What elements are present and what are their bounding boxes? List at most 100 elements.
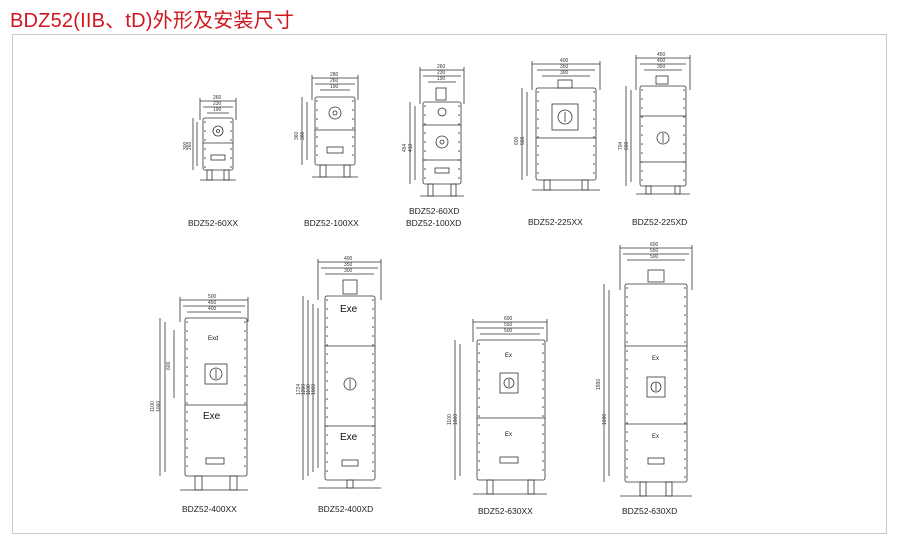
- bolt-dot: [641, 143, 643, 145]
- bolt-dot: [352, 154, 354, 156]
- bolt-dot: [593, 100, 595, 102]
- bolt-dot: [372, 380, 374, 382]
- dim-height-outer: 300: [183, 141, 189, 150]
- bolt-dot: [684, 287, 686, 289]
- dim-width-inner: 190: [213, 107, 222, 113]
- bolt-dot: [186, 438, 188, 440]
- bolt-dot: [326, 389, 328, 391]
- dim-width-inner: 300: [344, 268, 353, 274]
- drawing-bdz52-225xd: 450 400 350 704 660 BDZ52-225XD: [618, 52, 691, 227]
- bolt-dot: [542, 460, 544, 462]
- bolt-dot: [244, 411, 246, 413]
- bolt-dot: [230, 157, 232, 159]
- bolt-dot: [478, 388, 480, 390]
- bolt-dot: [684, 296, 686, 298]
- dim-height-1: 1724: [296, 384, 302, 395]
- bolt-dot: [230, 139, 232, 141]
- bolt-dot: [626, 287, 628, 289]
- drawing-bdz52-225xx: 400 350 300 600 560 BDZ52-225XX: [514, 58, 601, 227]
- bolt-dot: [316, 154, 318, 156]
- bolt-dot: [478, 460, 480, 462]
- bolt-dot: [684, 377, 686, 379]
- bolt-dot: [626, 431, 628, 433]
- bolt-dot: [424, 123, 426, 125]
- bolt-dot: [326, 326, 328, 328]
- bolt-dot: [626, 314, 628, 316]
- bolt-dot: [626, 305, 628, 307]
- bolt-dot: [683, 152, 685, 154]
- bolt-dot: [372, 326, 374, 328]
- dim-width-outer: 450: [657, 52, 666, 58]
- bolt-dot: [372, 371, 374, 373]
- bolt-dot: [372, 299, 374, 301]
- bolt-dot: [204, 121, 206, 123]
- bolt-dot: [372, 308, 374, 310]
- bolt-dot: [458, 114, 460, 116]
- bolt-dot: [684, 449, 686, 451]
- bolt-dot: [542, 415, 544, 417]
- bolt-dot: [372, 344, 374, 346]
- bolt-dot: [244, 456, 246, 458]
- bolt-dot: [478, 424, 480, 426]
- bolt-dot: [684, 341, 686, 343]
- bolt-dot: [641, 179, 643, 181]
- bolt-dot: [316, 145, 318, 147]
- bolt-dot: [626, 422, 628, 424]
- bolt-dot: [352, 109, 354, 111]
- bolt-dot: [478, 397, 480, 399]
- bolt-dot: [683, 89, 685, 91]
- bolt-dot: [186, 429, 188, 431]
- bolt-dot: [593, 163, 595, 165]
- bolt-dot: [626, 395, 628, 397]
- bolt-dot: [626, 350, 628, 352]
- bolt-dot: [244, 384, 246, 386]
- bolt-dot: [537, 109, 539, 111]
- dim-height-inner: 1060: [453, 414, 459, 425]
- dim-width-mid: 230: [437, 70, 446, 76]
- bolt-dot: [684, 404, 686, 406]
- bolt-dot: [684, 440, 686, 442]
- bolt-dot: [244, 465, 246, 467]
- bolt-dot: [458, 150, 460, 152]
- dim-height-inner: 660: [624, 141, 630, 150]
- bolt-dot: [683, 98, 685, 100]
- drawing-bdz52-400xd: 400 350 300 Exe Exe 1724 1200 1100 1060 …: [296, 256, 382, 514]
- dim-height-inner: 260: [187, 141, 193, 150]
- bolt-dot: [326, 416, 328, 418]
- bolt-dot: [186, 357, 188, 359]
- bolt-dot: [244, 420, 246, 422]
- bolt-dot: [478, 352, 480, 354]
- bolt-dot: [478, 379, 480, 381]
- bolt-dot: [316, 127, 318, 129]
- bolt-dot: [683, 179, 685, 181]
- bolt-dot: [352, 145, 354, 147]
- dim-width-outer: 600: [650, 242, 659, 248]
- bolt-dot: [352, 136, 354, 138]
- bolt-dot: [684, 413, 686, 415]
- bolt-dot: [244, 321, 246, 323]
- bolt-dot: [542, 361, 544, 363]
- bolt-dot: [458, 123, 460, 125]
- bolt-dot: [316, 100, 318, 102]
- bolt-dot: [186, 375, 188, 377]
- dim-width-inner: 190: [330, 84, 339, 90]
- bolt-dot: [683, 134, 685, 136]
- bolt-dot: [641, 116, 643, 118]
- bolt-dot: [326, 407, 328, 409]
- model-label: BDZ52-630XD: [622, 506, 677, 516]
- bolt-dot: [326, 353, 328, 355]
- ex-tag-top: Ex: [505, 353, 512, 359]
- bolt-dot: [684, 359, 686, 361]
- bolt-dot: [326, 317, 328, 319]
- bolt-dot: [684, 314, 686, 316]
- dim-height-4: 1060: [311, 384, 317, 395]
- bolt-dot: [372, 317, 374, 319]
- bolt-dot: [537, 154, 539, 156]
- bolt-dot: [244, 357, 246, 359]
- bolt-dot: [478, 370, 480, 372]
- bolt-dot: [542, 343, 544, 345]
- dim-width-inner: 500: [504, 328, 513, 334]
- bolt-dot: [326, 452, 328, 454]
- page-title: BDZ52(IIB、tD)外形及安装尺寸: [10, 10, 295, 32]
- model-label-line1: BDZ52-60XD: [409, 206, 460, 216]
